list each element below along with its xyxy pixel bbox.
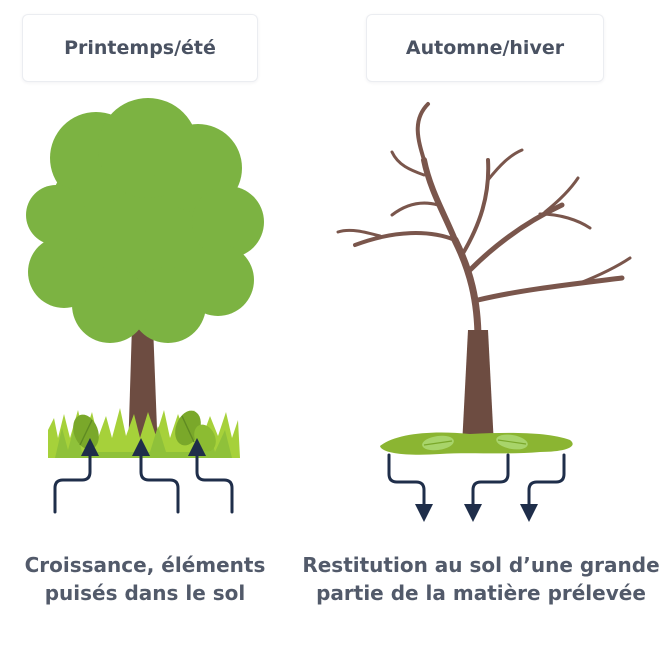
season-title-spring-summer: Printemps/été: [64, 37, 216, 59]
arrow-up-icon: [53, 438, 99, 514]
arrow-down-icon: [520, 453, 566, 522]
caption-line: Restitution au sol d’une grande: [302, 553, 660, 577]
tree-branches: [336, 102, 632, 344]
bare-tree: [336, 102, 632, 446]
tree-foliage: [26, 98, 264, 343]
season-card-autumn-winter: Automne/hiver: [366, 14, 604, 82]
leaf-icon: [496, 434, 528, 450]
caption-autumn-winter: Restitution au sol d’une grande partie d…: [290, 551, 672, 607]
leaf-icon: [422, 435, 454, 451]
caption-line: partie de la matière prélevée: [316, 581, 646, 605]
season-title-autumn-winter: Automne/hiver: [405, 37, 565, 59]
uptake-arrows: [53, 438, 234, 514]
arrow-up-icon: [188, 438, 234, 514]
leafy-tree: [26, 98, 264, 455]
arrow-down-icon: [387, 453, 433, 522]
arrow-up-icon: [132, 438, 180, 514]
tree-trunk-right: [462, 330, 494, 446]
restitution-arrows: [387, 453, 566, 522]
caption-line: puisés dans le sol: [44, 581, 246, 605]
leaf-litter: [380, 432, 573, 455]
season-card-spring-summer: Printemps/été: [22, 14, 258, 82]
caption-spring-summer: Croissance, éléments puisés dans le sol: [0, 551, 290, 607]
arrow-down-icon: [464, 453, 510, 522]
caption-line: Croissance, éléments: [24, 553, 266, 577]
